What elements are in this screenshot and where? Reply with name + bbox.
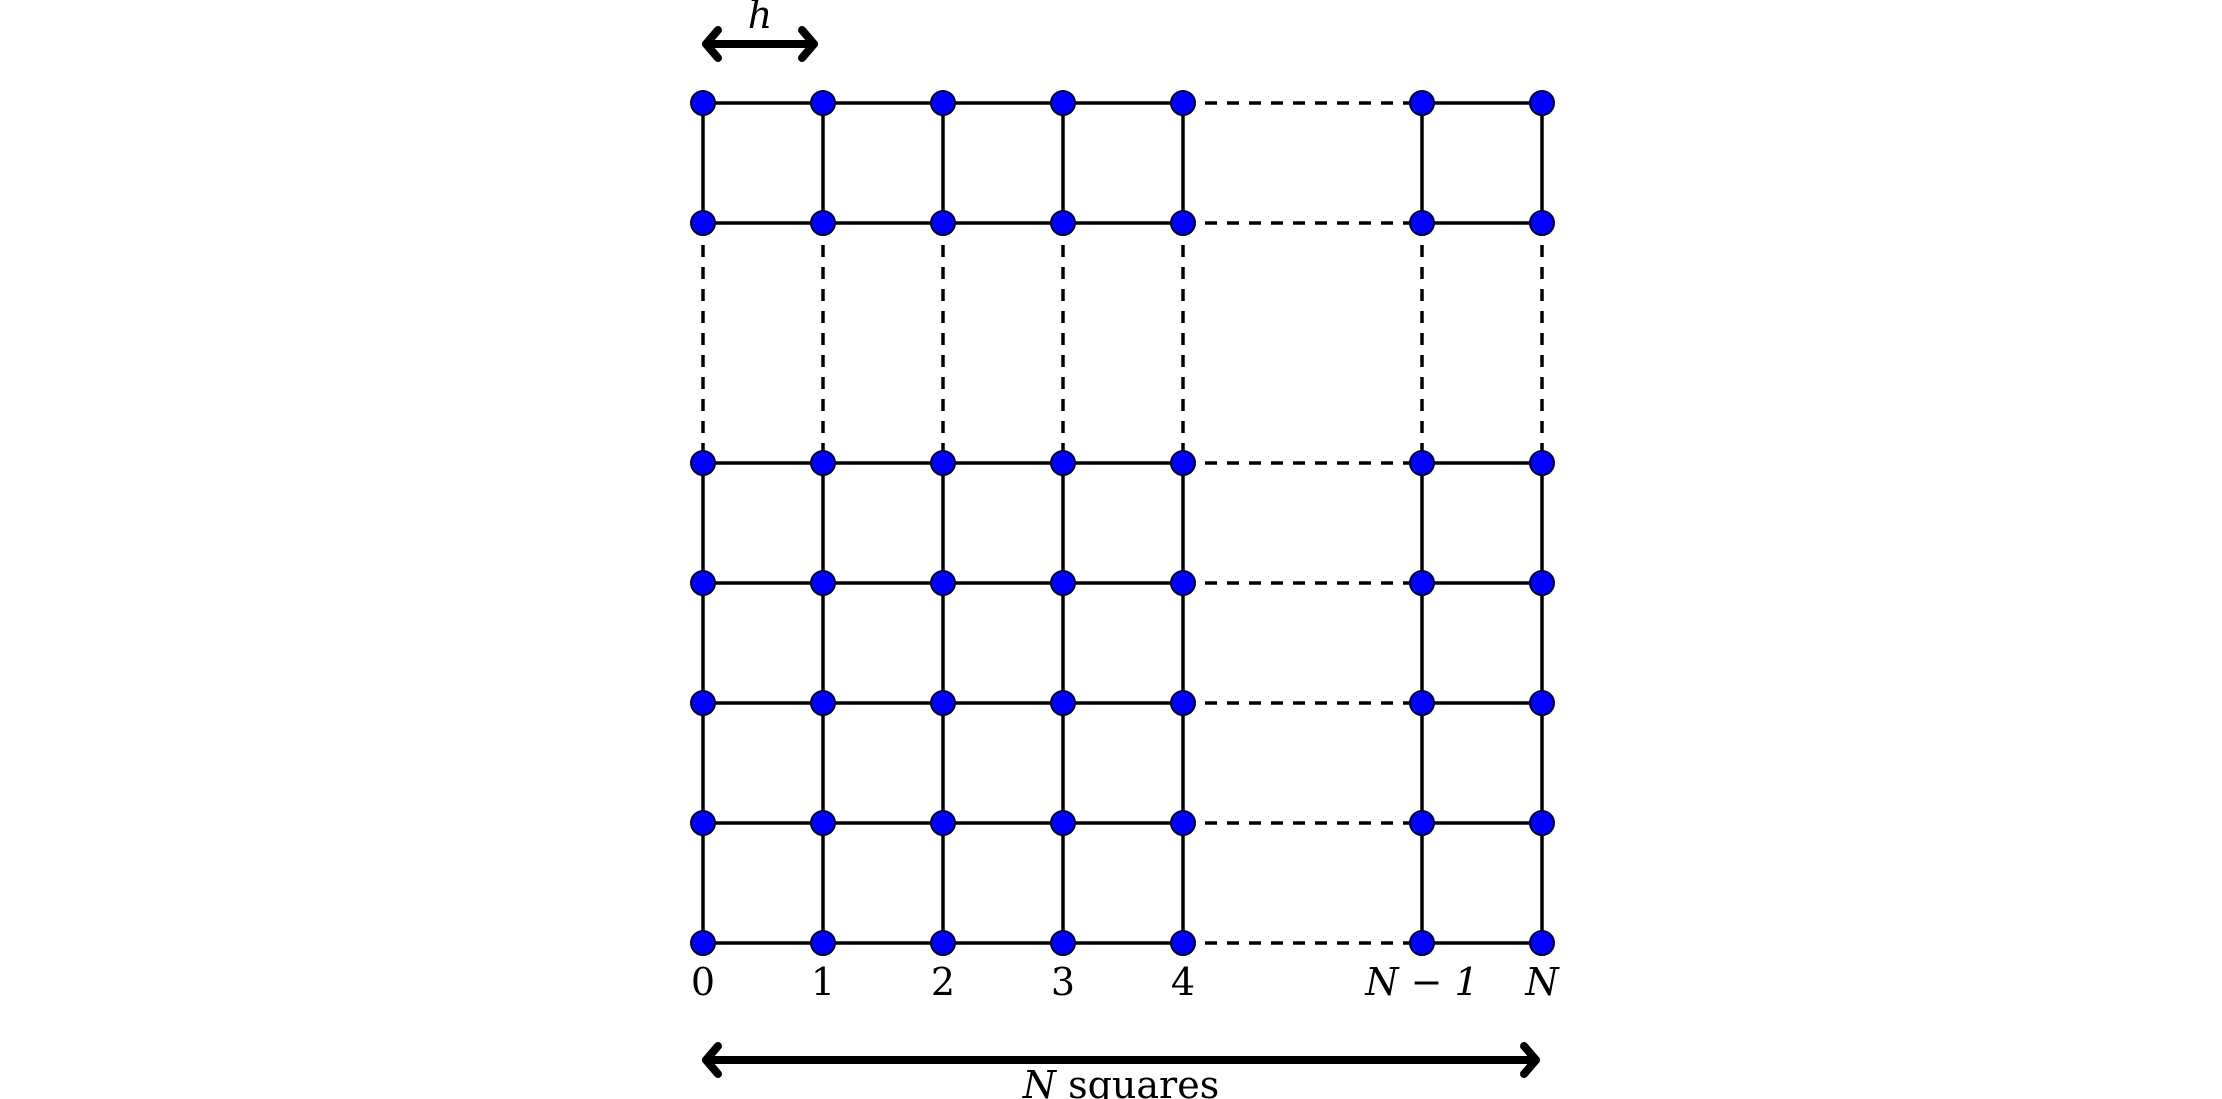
grid-node [690,450,716,476]
grid-solid-lines [701,101,1544,945]
grid-node [1529,210,1555,236]
total-width-arrow-right-head [1520,1042,1540,1078]
grid-node [1529,90,1555,116]
spacing-label: h [748,0,772,37]
grid-node [810,90,836,116]
grid-node [930,90,956,116]
grid-node [1409,930,1435,956]
grid-node [1409,90,1435,116]
x-tick-label: 3 [1051,960,1075,1004]
x-tick-label: 4 [1171,960,1195,1004]
grid-node [1529,570,1555,596]
grid-node [690,90,716,116]
grid-node [690,930,716,956]
total-width-label-word: squares [1056,1063,1219,1099]
total-width-arrow: N squares [702,1042,1540,1099]
grid-node [1170,930,1196,956]
grid-node [810,930,836,956]
grid-node [1050,210,1076,236]
grid-node [1529,930,1555,956]
spacing-arrow: h [702,0,818,62]
grid-node [1529,810,1555,836]
grid-node [1170,690,1196,716]
grid-node [1050,90,1076,116]
x-tick-label: 0 [691,960,715,1004]
grid-node [1409,450,1435,476]
grid-node [690,810,716,836]
total-width-label-var: N [1022,1063,1058,1099]
grid-node [1409,570,1435,596]
grid-node [810,810,836,836]
grid-node [690,690,716,716]
grid-node [1050,690,1076,716]
grid-node [1170,210,1196,236]
x-tick-label: N [1524,960,1560,1004]
grid-node [810,690,836,716]
grid-node [810,450,836,476]
grid-node [930,930,956,956]
grid-node [1409,210,1435,236]
grid-node [690,570,716,596]
grid-node [1050,930,1076,956]
grid-node [930,450,956,476]
grid-node [1050,570,1076,596]
total-width-label: N squares [1022,1063,1219,1099]
grid-node [1409,690,1435,716]
grid-node [810,210,836,236]
grid-node [930,690,956,716]
grid-node [1170,570,1196,596]
grid-node [930,210,956,236]
grid-nodes [690,90,1555,956]
grid-node [1170,90,1196,116]
grid-node [1050,810,1076,836]
grid-dashed-lines [701,101,1544,945]
grid-node [930,570,956,596]
spacing-arrow-left-head [702,26,722,62]
grid-node [1170,810,1196,836]
grid-node [690,210,716,236]
x-tick-label: 1 [811,960,835,1004]
spacing-arrow-right-head [798,26,818,62]
x-tick-label: N − 1 [1364,960,1478,1004]
total-width-arrow-left-head [702,1042,722,1078]
grid-node [1529,690,1555,716]
grid-node [1529,450,1555,476]
grid-node [930,810,956,836]
grid-node [810,570,836,596]
x-tick-labels: 0 1 2 3 4 N − 1 N [691,960,1560,1004]
x-tick-label: 2 [931,960,955,1004]
grid-node [1050,450,1076,476]
grid-node [1409,810,1435,836]
grid-node [1170,450,1196,476]
